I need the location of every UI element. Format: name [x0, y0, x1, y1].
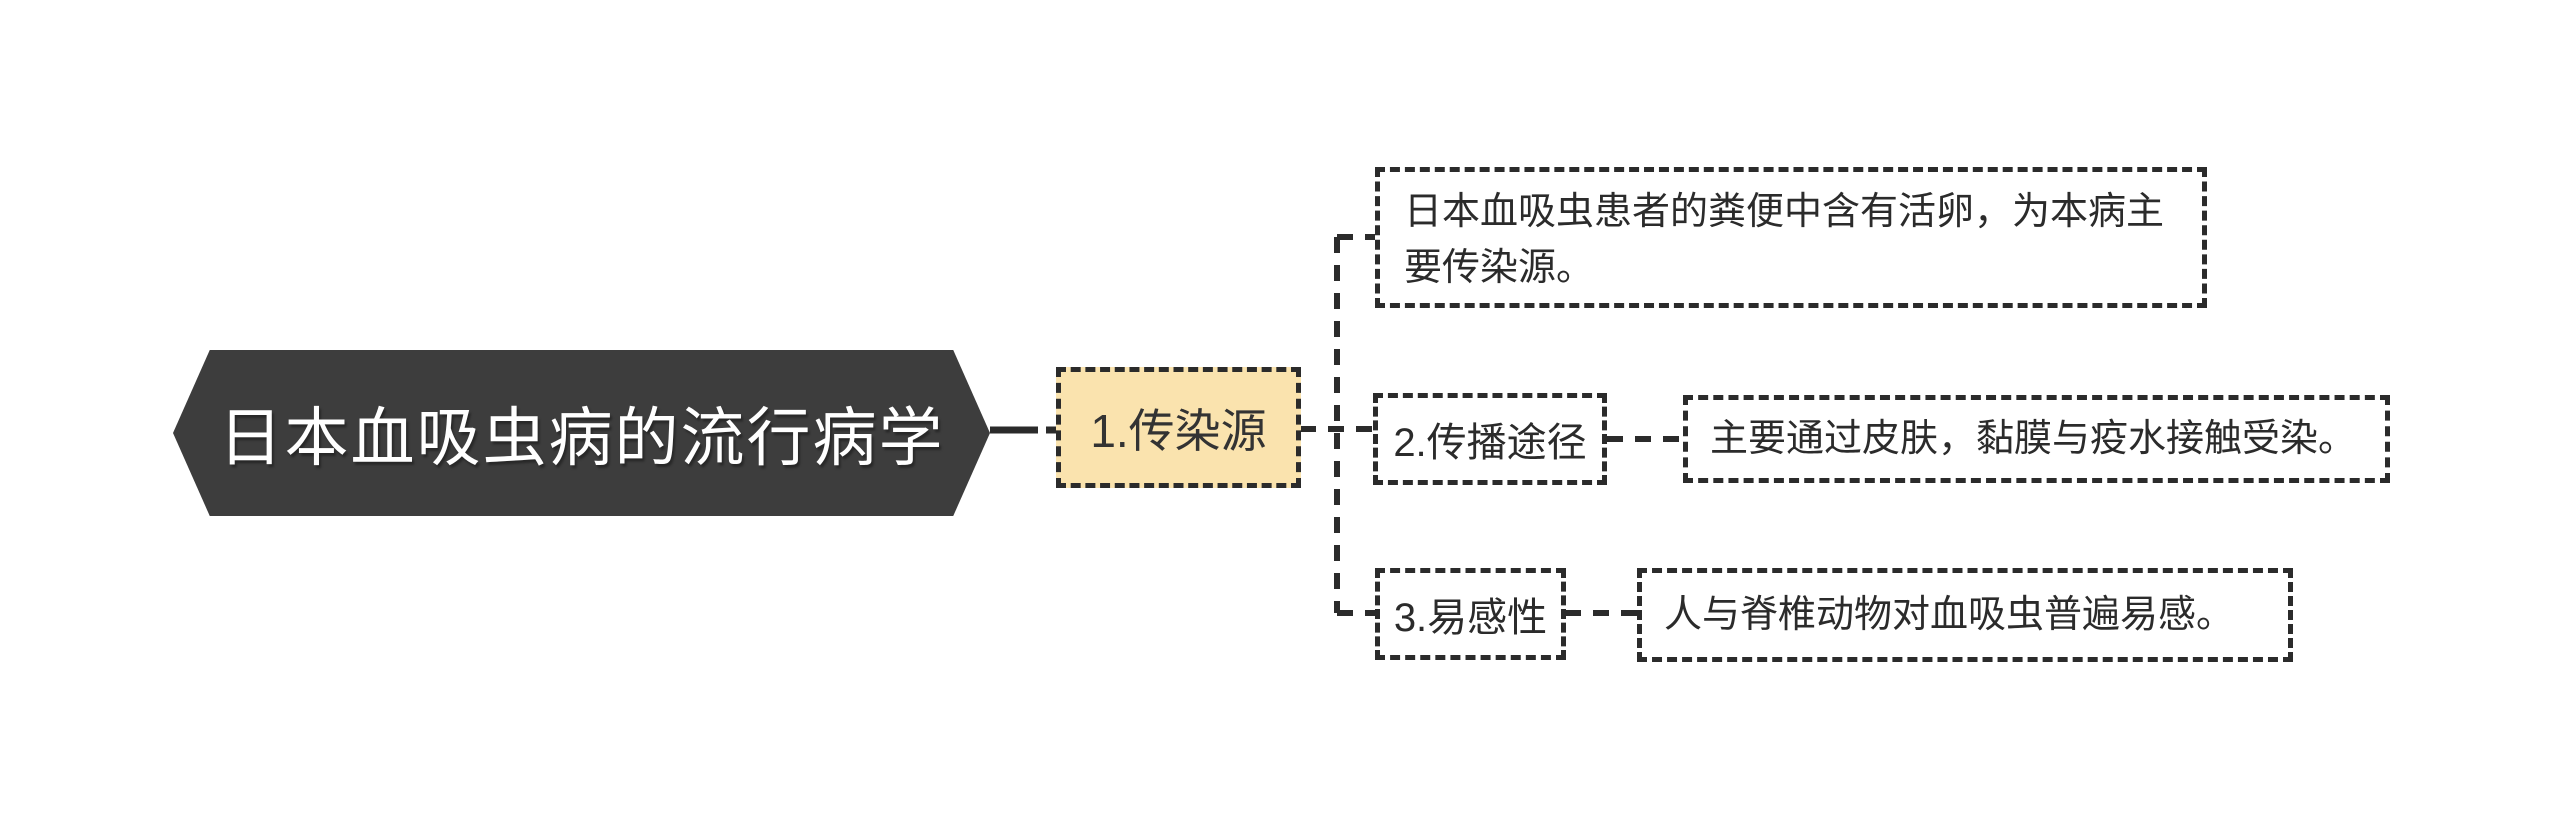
node-susceptibility[interactable]: 3.易感性 — [1375, 568, 1566, 660]
node-transmission-route-label: 2.传播途径 — [1393, 421, 1587, 465]
node-infection-source-label: 1.传染源 — [1090, 404, 1267, 457]
node-susceptibility-label: 3.易感性 — [1393, 596, 1548, 640]
root-topic-node[interactable]: 日本血吸虫病的流行病学 — [173, 350, 990, 516]
node-infection-source[interactable]: 1.传染源 — [1056, 367, 1301, 488]
note-transmission-route-text: 主要通过皮肤，黏膜与疫水接触受染。 — [1710, 418, 2357, 460]
note-susceptibility-text: 人与脊椎动物对血吸虫普遍易感。 — [1664, 594, 2235, 636]
node-transmission-route[interactable]: 2.传播途径 — [1373, 393, 1607, 485]
note-transmission-route-detail[interactable]: 主要通过皮肤，黏膜与疫水接触受染。 — [1683, 395, 2390, 483]
root-topic-label: 日本血吸虫病的流行病学 — [218, 402, 945, 474]
note-infection-source-text: 日本血吸虫患者的粪便中含有活卵，为本病主要传染源。 — [1404, 191, 2165, 289]
note-susceptibility-detail[interactable]: 人与脊椎动物对血吸虫普遍易感。 — [1637, 568, 2293, 662]
note-infection-source-detail[interactable]: 日本血吸虫患者的粪便中含有活卵，为本病主要传染源。 — [1375, 167, 2207, 308]
